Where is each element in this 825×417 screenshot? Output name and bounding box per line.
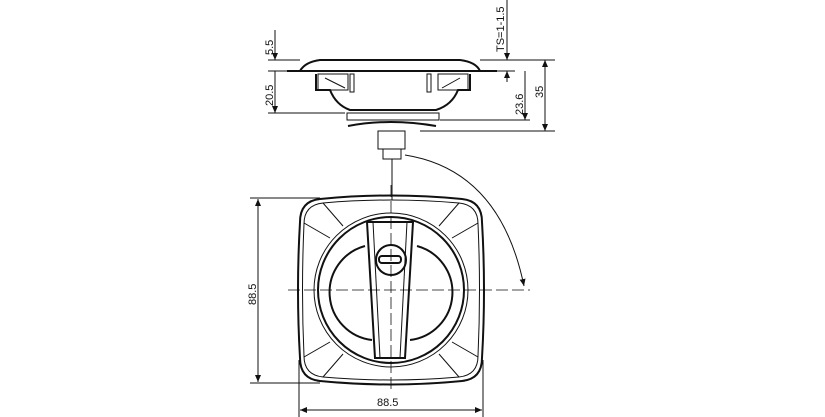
bezel-facet	[303, 341, 331, 358]
dim-top-label: 5.5	[264, 40, 276, 55]
housing-body	[315, 74, 471, 111]
spindle	[377, 130, 406, 150]
base-plate	[346, 112, 440, 121]
left-clip	[317, 73, 349, 91]
turn-handle	[365, 221, 415, 359]
bezel-facet	[322, 353, 344, 378]
bezel-facet	[438, 353, 460, 378]
key-slot	[378, 255, 402, 264]
dim-width-label: 88.5	[377, 397, 398, 409]
left-clip-detail	[324, 77, 346, 89]
bezel-facet	[451, 341, 479, 358]
bezel-facet	[303, 222, 331, 239]
knob-right	[409, 245, 454, 341]
cam-washer	[347, 121, 437, 127]
bezel-dome	[299, 59, 481, 72]
dim-panel-label: TS=1-1.5	[495, 6, 507, 52]
right-clip-detail	[441, 77, 461, 89]
square-bezel	[297, 194, 485, 386]
side-view: 5.5 20.5 TS=1-1.5 23.6 35	[264, 0, 555, 200]
bezel-facet	[438, 202, 460, 227]
left-rib	[349, 73, 355, 93]
spindle-end	[382, 148, 402, 160]
bezel-facet	[451, 222, 479, 239]
front-view: 88.5 88.5	[247, 154, 530, 417]
dim-depth-label: 23.6	[514, 94, 526, 115]
rotation-arc	[404, 154, 526, 287]
dim-body-label: 20.5	[264, 85, 276, 106]
right-clip	[437, 73, 469, 91]
dim-height-label: 88.5	[247, 284, 259, 305]
dim-total-label: 35	[534, 86, 546, 98]
knob-left	[328, 245, 373, 341]
right-rib	[426, 73, 432, 93]
bezel-facet	[322, 202, 344, 227]
